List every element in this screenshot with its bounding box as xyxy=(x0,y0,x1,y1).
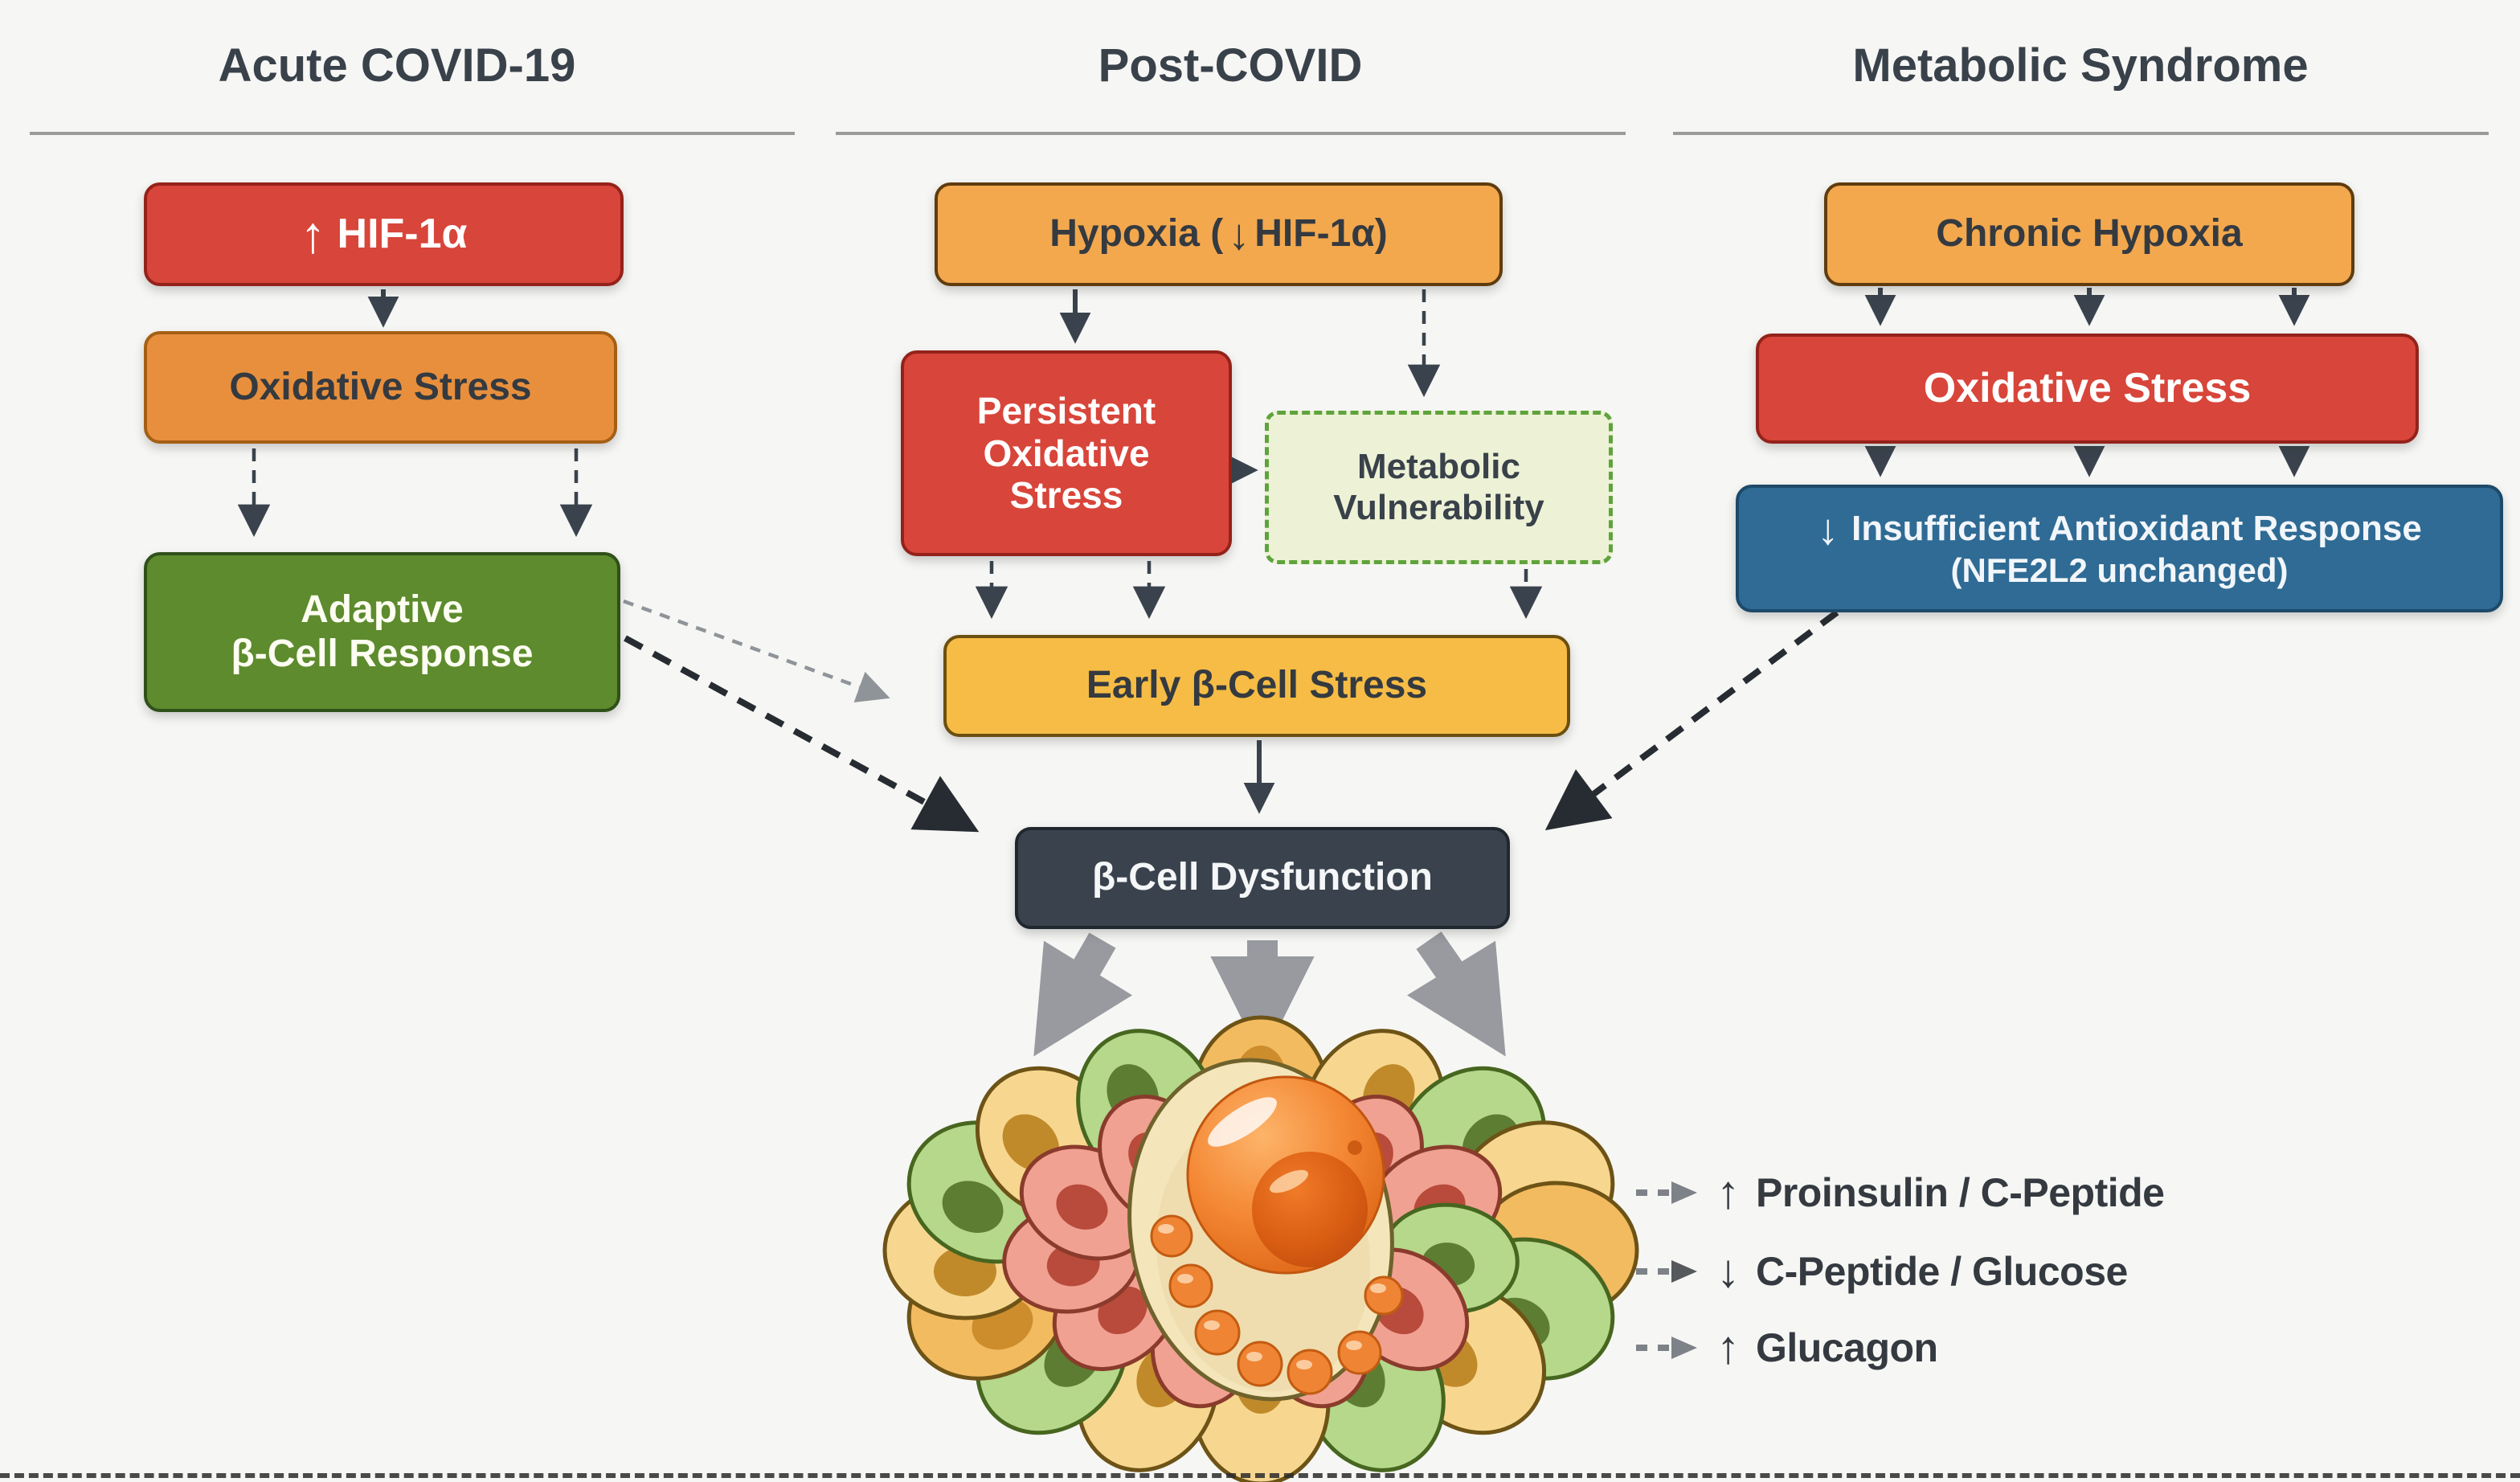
dashed-arrow-icon-3 xyxy=(1636,1337,1697,1359)
chronic-hypoxia-label: Chronic Hypoxia xyxy=(1936,212,2243,256)
oxidative-stress-right-label: Oxidative Stress xyxy=(1923,364,2252,411)
node-oxidative-stress-right: Oxidative Stress xyxy=(1756,334,2419,444)
down-arrow-icon-cpeptide: ↓ xyxy=(1716,1245,1740,1297)
islet-granules xyxy=(1150,1214,1404,1395)
early-bcell-stress-label: Early β-Cell Stress xyxy=(1086,664,1428,707)
dashed-arrow-icon-1 xyxy=(1636,1181,1697,1204)
hypoxia-pre: Hypoxia ( xyxy=(1049,212,1224,256)
node-oxidative-stress-left-label: Oxidative Stress xyxy=(229,365,532,408)
bottom-dashed-line xyxy=(0,1473,2520,1478)
column-title-post-covid: Post-COVID xyxy=(1098,39,1363,92)
divider-metabolic xyxy=(1673,132,2489,135)
islet-granule xyxy=(1150,1214,1193,1258)
bcell-dysfunction-label: β-Cell Dysfunction xyxy=(1092,856,1433,899)
insufficient-line2: (NFE2L2 unchanged) xyxy=(1950,551,2289,589)
big-arrow-dysfunction-to-islet-left xyxy=(1033,932,1133,1057)
islet-granule-highlight xyxy=(1204,1320,1220,1330)
up-arrow-icon-proinsulin: ↑ xyxy=(1716,1166,1740,1218)
node-metabolic-vulnerability: Metabolic Vulnerability xyxy=(1265,411,1613,564)
metvuln-line2: Vulnerability xyxy=(1333,487,1544,527)
islet-granule xyxy=(1168,1263,1213,1308)
islet-granule-highlight xyxy=(1177,1274,1193,1283)
node-persistent-oxidative-stress: Persistent Oxidative Stress xyxy=(901,350,1232,556)
islet-illustration xyxy=(882,1015,1639,1482)
output-glucagon-label: Glucagon xyxy=(1756,1325,1938,1370)
up-arrow-icon-glucagon: ↑ xyxy=(1716,1321,1740,1374)
islet-granule-highlight xyxy=(1296,1360,1312,1369)
down-arrow-icon-hypoxia: ↓ xyxy=(1228,210,1250,259)
arrow-insufficient-to-dysfunction xyxy=(1544,609,1839,831)
output-cpeptide-glucose-label: C-Peptide / Glucose xyxy=(1756,1249,2128,1294)
hypoxia-post: HIF-1α) xyxy=(1254,212,1388,256)
islet-granule xyxy=(1194,1309,1241,1356)
output-row-proinsulin: ↑ Proinsulin / C-Peptide xyxy=(1633,1166,2165,1218)
islet-granule-highlight xyxy=(1158,1224,1174,1234)
up-arrow-icon: ↑ xyxy=(300,205,326,264)
node-insufficient-antioxidant-response: ↓ Insufficient Antioxidant Response (NFE… xyxy=(1736,485,2503,612)
adaptive-line1: Adaptive xyxy=(301,587,464,631)
metvuln-line1: Metabolic xyxy=(1357,447,1520,487)
islet-granule xyxy=(1364,1275,1404,1316)
core-nucleus-highlight xyxy=(1208,1097,1277,1147)
node-adaptive-bcell-response: Adaptive β-Cell Response xyxy=(144,552,620,712)
islet-granule xyxy=(1237,1341,1283,1387)
output-proinsulin-label: Proinsulin / C-Peptide xyxy=(1756,1170,2165,1215)
node-bcell-dysfunction: β-Cell Dysfunction xyxy=(1015,827,1510,929)
node-chronic-hypoxia: Chronic Hypoxia xyxy=(1824,182,2354,286)
persistent-line1: Persistent xyxy=(976,390,1156,432)
arrow-adaptive-to-dysfunction xyxy=(624,635,980,833)
adaptive-line2: β-Cell Response xyxy=(231,632,534,675)
arrow-adaptive-to-early-gray-dashed xyxy=(623,599,890,702)
core-nucleus-inner xyxy=(1252,1152,1368,1267)
output-row-cpeptide-glucose: ↓ C-Peptide / Glucose xyxy=(1633,1248,2128,1295)
islet-cell-nucleus xyxy=(1056,1184,1108,1230)
node-oxidative-stress-left: Oxidative Stress xyxy=(144,331,617,444)
dashed-arrow-icon-2 xyxy=(1636,1260,1697,1283)
down-arrow-icon-insufficient: ↓ xyxy=(1817,505,1839,554)
divider-post xyxy=(836,132,1626,135)
islet-core-cell xyxy=(1127,1058,1404,1402)
insufficient-line1: Insufficient Antioxidant Response xyxy=(1851,509,2422,549)
column-title-metabolic-syndrome: Metabolic Syndrome xyxy=(1852,39,2309,92)
node-early-bcell-stress: Early β-Cell Stress xyxy=(943,635,1570,737)
output-row-glucagon: ↑ Glucagon xyxy=(1633,1324,1938,1371)
big-arrow-dysfunction-to-islet-right xyxy=(1406,931,1506,1057)
core-nucleus-dot xyxy=(1348,1140,1362,1155)
islet-granule xyxy=(1337,1330,1382,1375)
islet-granule-highlight xyxy=(1370,1283,1386,1293)
persistent-line3: Stress xyxy=(1009,474,1123,517)
node-hif1a-label: HIF-1α xyxy=(337,210,468,257)
node-hif1a-up: ↑ HIF-1α xyxy=(144,182,624,286)
persistent-line2: Oxidative xyxy=(983,432,1150,474)
core-nucleus-inner-highlight xyxy=(1270,1169,1308,1193)
islet-granule-highlight xyxy=(1346,1341,1362,1350)
islet-granule-highlight xyxy=(1246,1352,1262,1361)
islet-granule xyxy=(1287,1349,1333,1395)
islet-cell-nucleus xyxy=(942,1181,1004,1233)
node-hypoxia-hif1a-down: Hypoxia ( ↓ HIF-1α) xyxy=(935,182,1503,286)
column-title-acute-covid: Acute COVID-19 xyxy=(218,39,576,92)
divider-acute xyxy=(30,132,795,135)
